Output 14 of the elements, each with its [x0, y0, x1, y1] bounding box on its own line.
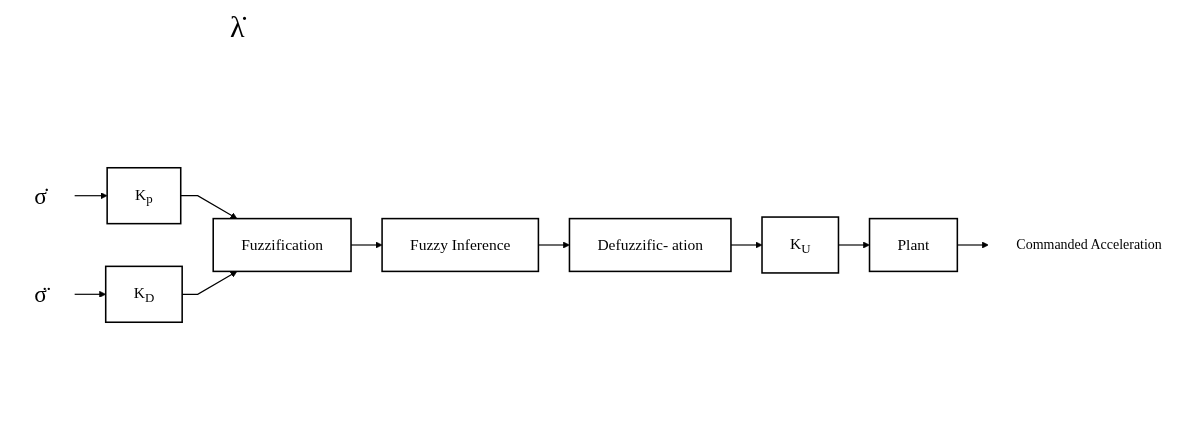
node-box: K$_{D}$	[104, 265, 183, 323]
arrow	[74, 192, 108, 200]
arrow	[74, 290, 106, 298]
arrow	[730, 241, 763, 249]
node-box: Defuzzific- ation	[568, 217, 732, 273]
node-box: Plant	[868, 217, 959, 273]
math-symbol: λ̇	[230, 10, 245, 44]
node-box: K$_{U}$	[761, 216, 840, 274]
node-text: Commanded Acceleration	[1016, 236, 1162, 253]
node-box: Fuzzy Inference	[381, 217, 540, 273]
node-text: σ̇	[34, 182, 47, 209]
node-box: Fuzzification	[212, 217, 352, 273]
arrow	[180, 195, 238, 219]
node-box: K$_{p}$	[106, 167, 182, 225]
